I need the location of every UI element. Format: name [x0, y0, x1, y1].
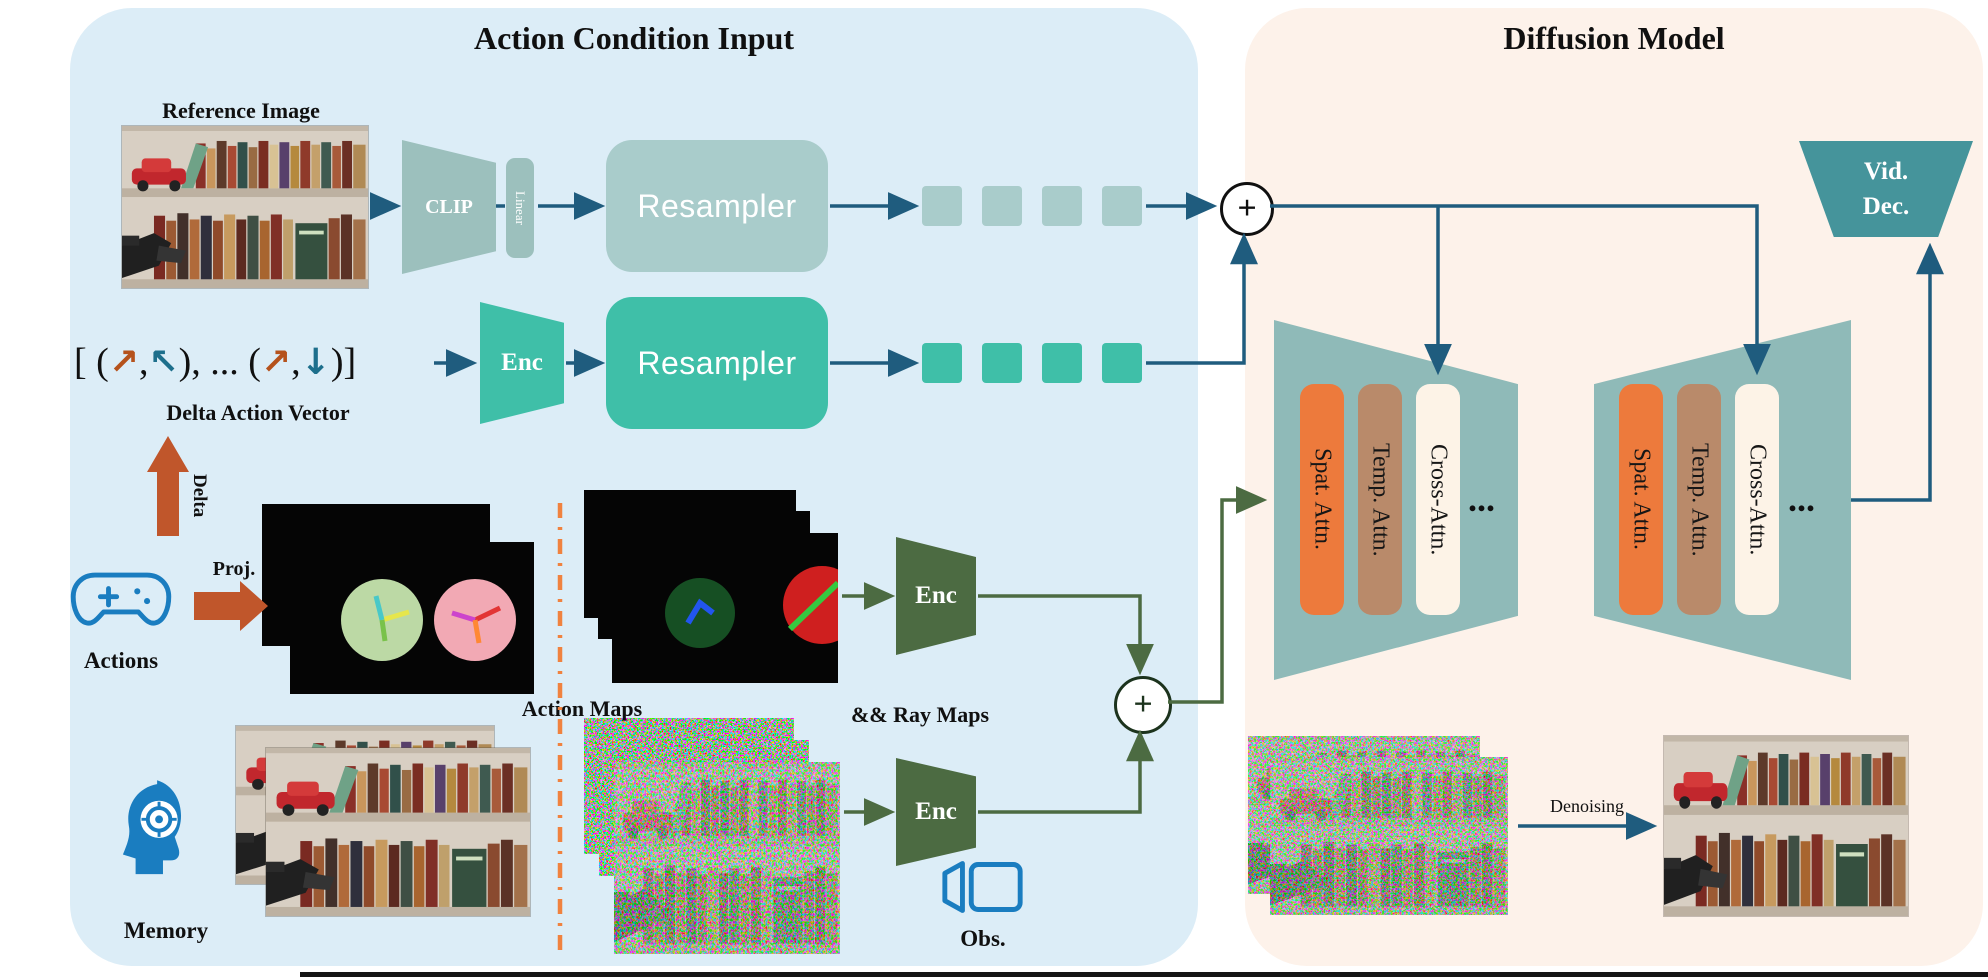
vid-dec-line1: Vid. — [1863, 158, 1909, 185]
actions-label: Actions — [83, 648, 159, 673]
spatial-attention-1: Spat. Attn. — [1300, 384, 1344, 615]
left-panel-title: Action Condition Input — [473, 20, 795, 56]
linear-projection: Linear — [506, 158, 534, 258]
dvec-seg: , — [138, 341, 149, 383]
enc-observations: Enc — [896, 758, 976, 866]
delta-arrow-down-icon: ↓ — [300, 341, 331, 383]
cross-attention-2: Cross-Attn. — [1735, 384, 1779, 615]
token-square — [1042, 343, 1082, 383]
action-map-art — [341, 579, 516, 661]
condition-merge-plus-circle: + — [1220, 182, 1274, 236]
token-square — [922, 186, 962, 226]
dvec-seg: [ ( — [74, 341, 109, 383]
reference-image — [122, 126, 368, 288]
enc-action-maps: Enc — [896, 537, 976, 655]
delta-arrow-nw-icon: ↖ — [148, 341, 179, 383]
delta-action-vector-text: [ (↗,↖), ... (↗,↓)] — [74, 330, 356, 394]
spatial-attention-2: Spat. Attn. — [1619, 384, 1663, 615]
reference-image-label: Reference Image — [162, 98, 320, 123]
memory-label: Memory — [123, 918, 209, 943]
delta-action-vector-caption: Delta Action Vector — [166, 400, 350, 425]
delta-arrow-ne-icon: ↗ — [108, 341, 139, 383]
ray-map-frame-front — [612, 533, 838, 683]
brain-head-icon — [118, 780, 206, 888]
temporal-attention-2: Temp. Attn. — [1677, 384, 1721, 615]
dvec-seg: ), ... ( — [178, 341, 261, 383]
video-camera-icon — [938, 856, 1028, 918]
cross-attention-1: Cross-Attn. — [1416, 384, 1460, 615]
denoising-label: Denoising — [1550, 796, 1624, 816]
denoised-output-image — [1664, 736, 1908, 916]
token-square — [982, 343, 1022, 383]
enc-action-vector: Enc — [480, 302, 564, 424]
resampler-action: Resampler — [606, 297, 828, 429]
token-square — [1102, 343, 1142, 383]
token-square — [982, 186, 1022, 226]
vid-dec-line2: Dec. — [1862, 193, 1910, 220]
noise-frame-front — [614, 762, 840, 954]
ray-maps-label: && Ray Maps — [850, 702, 990, 727]
memory-frame-front — [266, 748, 530, 916]
action-map-frame-front — [290, 542, 534, 694]
temporal-attention-1: Temp. Attn. — [1358, 384, 1402, 615]
delta-arrow-ne2-icon: ↗ — [260, 341, 292, 383]
token-square — [1102, 186, 1142, 226]
action-maps-label: Action Maps — [521, 696, 643, 721]
dvec-seg: )] — [330, 341, 357, 383]
right-panel-title: Diffusion Model — [1503, 20, 1725, 56]
gamepad-icon — [66, 562, 176, 638]
linear-label: Linear — [513, 191, 528, 225]
delta-arrow-label: Delta — [189, 474, 210, 518]
dvec-seg: , — [291, 341, 301, 383]
unet2-ellipsis: ... — [1788, 479, 1815, 519]
clip-encoder: CLIP — [402, 140, 496, 274]
unet1-ellipsis: ... — [1468, 479, 1495, 519]
token-square — [922, 343, 962, 383]
resampler-image: Resampler — [606, 140, 828, 272]
action-merge-plus-circle: + — [1114, 676, 1172, 734]
token-square — [1042, 186, 1082, 226]
proj-label: Proj. — [212, 558, 256, 580]
obs-label: Obs. — [960, 926, 1006, 951]
bookshelf-photo-art — [122, 126, 368, 288]
figure-bottom-rule — [300, 972, 1988, 977]
noisy-latent-front — [1270, 757, 1508, 915]
ray-map-art — [665, 566, 838, 648]
